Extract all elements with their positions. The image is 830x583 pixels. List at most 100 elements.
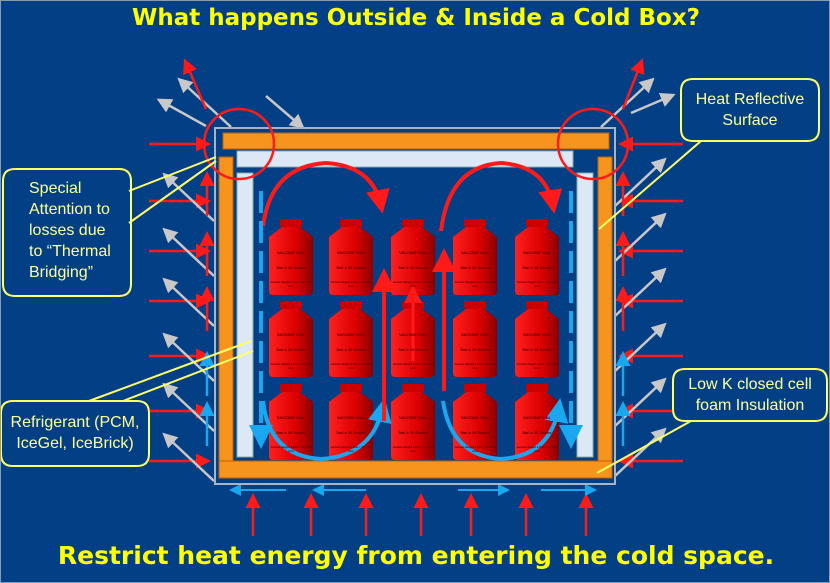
callout-line: Attention to	[29, 201, 110, 218]
vial-label-size: Actual Height x Dia = 72 x 32 mm	[454, 445, 496, 453]
internal-circulation-arrows	[249, 160, 583, 462]
vial-label-size: Actual Height x Dia = 72 x 32 mm	[270, 280, 312, 288]
callout-refrigerant-text: Refrigerant (PCM, IceGel, IceBrick)	[1, 412, 149, 454]
vial-label-size: Actual Height x Dia = 72 x 32 mm	[516, 362, 558, 370]
heat-arrow-out	[183, 58, 208, 110]
slide-subtitle: Restrict heat energy from entering the c…	[57, 541, 775, 570]
vial-label-name: VACCINE VIAL	[461, 250, 489, 255]
vial-label-dose: 5ml x 10 Doses	[522, 347, 552, 352]
warm-air-arc-left	[261, 160, 390, 227]
callout-thermal-bridging	[2, 156, 217, 297]
callout-heat-reflective	[598, 78, 820, 230]
insulation-top	[222, 132, 610, 150]
slide-title: What happens Outside & Inside a Cold Box…	[131, 5, 701, 31]
cold-box	[214, 127, 616, 485]
vial-label-size: Actual Height x Dia = 72 x 32 mm	[392, 445, 434, 453]
vial-label-name: VACCINE VIAL	[277, 250, 305, 255]
vial-label-size: Actual Height x Dia = 72 x 32 mm	[454, 280, 496, 288]
callout-line: foam Insulation	[695, 397, 805, 414]
vaccine-vial	[515, 219, 559, 295]
warm-air-arc-right	[439, 160, 563, 232]
vial-label-size: Actual Height x Dia = 72 x 32 mm	[392, 280, 434, 288]
vial-label-name: VACCINE VIAL	[523, 415, 551, 420]
insulation-right	[597, 156, 613, 472]
vial-label-name: VACCINE VIAL	[277, 415, 305, 420]
callout-thermal-bridging-text: Special Attention to losses due to “Ther…	[5, 178, 127, 283]
callout-line: IceGel, IceBrick)	[16, 435, 134, 452]
vial-label-name: VACCINE VIAL	[277, 332, 305, 337]
radiation-arrow-out	[177, 77, 232, 128]
vial-label-dose: 5ml x 10 Doses	[398, 430, 428, 435]
vial-label-dose: 5ml x 10 Doses	[336, 265, 366, 270]
callout-refrigerant	[1, 340, 254, 467]
vial-label-size: Actual Height x Dia = 72 x 32 mm	[392, 362, 434, 370]
cold-air-arc-right	[441, 398, 569, 462]
thermal-bridge-circle-right	[556, 107, 630, 181]
vaccine-vial	[453, 301, 497, 377]
insulation-left	[218, 156, 234, 472]
vial-label-name: VACCINE VIAL	[337, 250, 365, 255]
vial-label-size: Actual Height x Dia = 72 x 32 mm	[270, 445, 312, 453]
vial-label-size: Actual Height x Dia = 72 x 32 mm	[330, 445, 372, 453]
callout-shapes	[1, 78, 828, 474]
vial-label-dose: 5ml x 10 Doses	[460, 265, 490, 270]
radiation-arrow-out	[162, 432, 215, 482]
vial-label-dose: 5ml x 10 Doses	[276, 265, 306, 270]
callout-insulation-text: Low K closed cell foam Insulation	[673, 374, 827, 416]
vial-label-name: VACCINE VIAL	[461, 415, 489, 420]
vial-label-dose: 5ml x 10 Doses	[276, 347, 306, 352]
callout-heat-reflective-text: Heat Reflective Surface	[681, 89, 819, 131]
vial-label-size: Actual Height x Dia = 72 x 32 mm	[516, 445, 558, 453]
callout-line: Refrigerant (PCM,	[10, 414, 140, 431]
radiation-arrow-out	[630, 93, 676, 115]
callout-line: Low K closed cell	[688, 376, 812, 393]
box-outline	[214, 127, 616, 485]
vial-label-name: VACCINE VIAL	[523, 250, 551, 255]
vial-label-dose: 5ml x 10 Doses	[336, 347, 366, 352]
cold-air-arc-left	[261, 398, 392, 462]
vial-label-dose: 5ml x 10 Doses	[276, 430, 306, 435]
vial-label-name: VACCINE VIAL	[523, 332, 551, 337]
vaccine-vial	[453, 219, 497, 295]
callout-line: Heat Reflective	[695, 91, 805, 108]
vaccine-vial	[515, 301, 559, 377]
thermal-bridge-circle-left	[202, 107, 276, 181]
reflective-top	[236, 150, 574, 168]
callout-insulation	[596, 368, 828, 474]
refrigerant-pack-left	[236, 172, 254, 458]
external-heat-arrows	[149, 58, 683, 536]
vaccine-vial	[269, 219, 313, 295]
vial-label-name: VACCINE VIAL	[337, 332, 365, 337]
vial-label-name: VACCINE VIAL	[337, 415, 365, 420]
vial-label-dose: 5ml x 10 Doses	[398, 347, 428, 352]
vial-label-dose: 5ml x 10 Doses	[460, 430, 490, 435]
vial-label-size: Actual Height x Dia = 72 x 32 mm	[516, 280, 558, 288]
callout-line: losses due	[29, 222, 106, 239]
vaccine-vial	[391, 384, 435, 460]
vial-label-dose: 5ml x 10 Doses	[522, 265, 552, 270]
insulation-bottom	[218, 460, 613, 479]
callout-line: Surface	[722, 112, 778, 129]
vial-label-name: VACCINE VIAL	[399, 250, 427, 255]
vial-label-name: VACCINE VIAL	[399, 415, 427, 420]
radiation-arrow-out	[156, 98, 207, 128]
vial-label-dose: 5ml x 10 Doses	[336, 430, 366, 435]
vial-label-name: VACCINE VIAL	[461, 332, 489, 337]
vial-label-dose: 5ml x 10 Doses	[398, 265, 428, 270]
